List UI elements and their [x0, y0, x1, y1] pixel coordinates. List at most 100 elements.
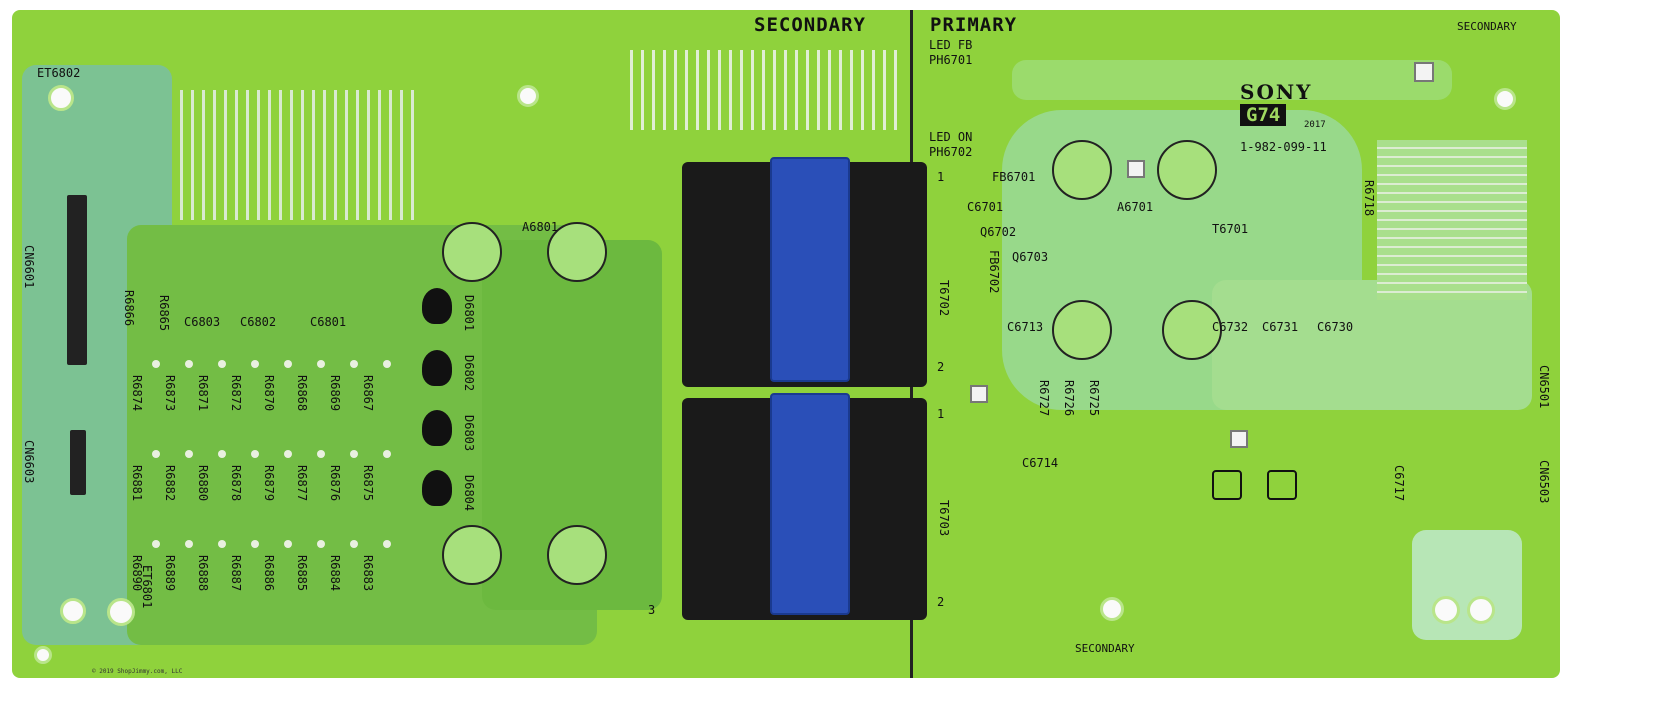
d6804-label: D6804 [462, 475, 476, 512]
c6713-label: C6713 [1007, 320, 1044, 334]
d6803-label: D6803 [462, 415, 476, 452]
resistor-label: R6868 [295, 375, 309, 412]
solder-pad [251, 450, 259, 458]
led [1230, 430, 1248, 448]
d6801-label: D6801 [462, 295, 476, 332]
solder-pad [383, 360, 391, 368]
c6731-label: C6731 [1262, 320, 1299, 334]
et6802-label: ET6802 [37, 66, 81, 80]
resistor-label: R6889 [163, 555, 177, 592]
solder-pad [350, 450, 358, 458]
resistor-label: R6870 [262, 375, 276, 412]
resistor-label: R6874 [130, 375, 144, 412]
resistor-label: R6881 [130, 465, 144, 502]
solder-pad [350, 360, 358, 368]
mounting-hole [1100, 597, 1124, 621]
mounting-hole [34, 646, 52, 664]
solder-pad [383, 450, 391, 458]
led-fb-label: LED FB [929, 38, 973, 52]
c6801-label: C6801 [310, 315, 347, 329]
solder-pad [185, 450, 193, 458]
model-code: G74 [1240, 104, 1287, 126]
lead-free-logo [1212, 470, 1242, 500]
diode-d6804 [422, 470, 452, 506]
resistor-label: R6873 [163, 375, 177, 412]
solder-pad [152, 450, 160, 458]
resistor-label: R6890 [130, 555, 144, 592]
c6803-label: C6803 [184, 315, 221, 329]
diode-d6802 [422, 350, 452, 386]
c6802-label: C6802 [240, 315, 277, 329]
c6701-label: C6701 [967, 200, 1004, 214]
copyright-text: © 2019 ShopJimmy.com, LLC [92, 668, 183, 675]
cn6601-label: CN6601 [22, 245, 36, 289]
fb6702-label: FB6702 [987, 250, 1001, 294]
thermal-pad [1162, 300, 1222, 360]
resistor-label: R6886 [262, 555, 276, 592]
diode-d6803 [422, 410, 452, 446]
d6802-label: D6802 [462, 355, 476, 392]
smd-cluster [622, 50, 902, 130]
solder-pad [251, 540, 259, 548]
mounting-hole [60, 598, 86, 624]
thermal-pad [547, 222, 607, 282]
diode-d6801 [422, 288, 452, 324]
secondary-label-bottom: SECONDARY [1075, 642, 1135, 655]
resistor-label: R6887 [229, 555, 243, 592]
secondary-label-top-right: SECONDARY [1457, 20, 1517, 33]
part-number: 1-982-099-11 [1240, 140, 1327, 154]
bottom-right-zone [1412, 530, 1522, 640]
solder-pad [152, 540, 160, 548]
resistor-label: R6875 [361, 465, 375, 502]
c6730-label: C6730 [1317, 320, 1354, 334]
solder-pad [284, 450, 292, 458]
q6702-label: Q6702 [980, 225, 1017, 239]
led [1414, 62, 1434, 82]
solder-pad [284, 360, 292, 368]
pin-label: 3 [648, 603, 656, 617]
t6703-label: T6703 [937, 500, 951, 537]
secondary-label: SECONDARY [754, 14, 866, 36]
thermal-pad [1157, 140, 1217, 200]
mounting-hole [1467, 596, 1495, 624]
resistor-label: R6883 [361, 555, 375, 592]
brand-logo: SONY [1240, 80, 1313, 104]
solder-pad [185, 360, 193, 368]
solder-pad [317, 540, 325, 548]
et6801-label: ET6801 [140, 565, 154, 609]
primary-label: PRIMARY [930, 14, 1018, 36]
c6714-label: C6714 [1022, 456, 1059, 470]
solder-pad [152, 360, 160, 368]
mounting-hole [1494, 88, 1516, 110]
thermal-pad [442, 222, 502, 282]
smd-cluster [1377, 140, 1527, 300]
mounting-hole [107, 598, 135, 626]
pin-label: 2 [937, 360, 945, 374]
solder-pad [317, 450, 325, 458]
fb6701-label: FB6701 [992, 170, 1036, 184]
solder-pad [218, 540, 226, 548]
t6701-label: T6701 [1212, 222, 1249, 236]
thermal-pad [1052, 300, 1112, 360]
resistor-label: R6884 [328, 555, 342, 592]
led [1127, 160, 1145, 178]
ph6701-label: PH6701 [929, 53, 973, 67]
mounting-hole [517, 85, 539, 107]
led-on-label: LED ON [929, 130, 973, 144]
t6702-label: T6702 [937, 280, 951, 317]
r6866-label: R6866 [122, 290, 136, 327]
solder-pad [185, 540, 193, 548]
cn6603-label: CN6603 [22, 440, 36, 484]
connector-cn6601 [67, 195, 87, 365]
pin-label: 1 [937, 407, 945, 421]
resistor-label: R6877 [295, 465, 309, 502]
mounting-hole [48, 85, 74, 111]
thermal-pad [547, 525, 607, 585]
solder-pad [317, 360, 325, 368]
pin-label: 1 [937, 170, 945, 184]
a6701-label: A6701 [1117, 200, 1154, 214]
c6717-label: C6717 [1392, 465, 1406, 502]
resistor-label: R6869 [328, 375, 342, 412]
r6727-label: R6727 [1037, 380, 1051, 417]
resistor-label: R6876 [328, 465, 342, 502]
